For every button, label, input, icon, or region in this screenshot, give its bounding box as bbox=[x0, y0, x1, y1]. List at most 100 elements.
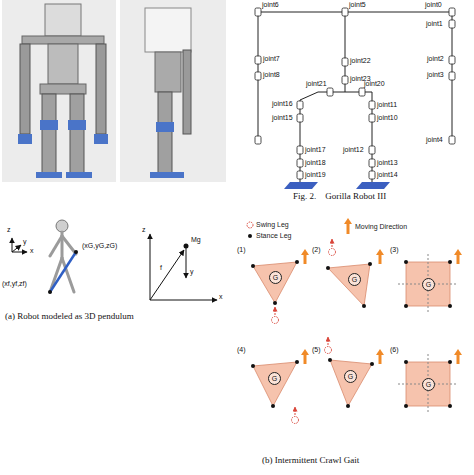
drawing-part bbox=[40, 120, 58, 130]
joint-label: joint13 bbox=[377, 159, 398, 167]
stance-foot bbox=[251, 364, 255, 368]
drawing-part bbox=[251, 239, 462, 424]
joint-symbol bbox=[369, 171, 375, 179]
stance-foot bbox=[448, 260, 452, 264]
drawing-part bbox=[48, 290, 52, 294]
direction-arrow bbox=[379, 354, 382, 364]
drawing-part bbox=[156, 122, 174, 132]
stance-foot bbox=[295, 260, 299, 264]
stance-foot bbox=[273, 301, 277, 305]
joint-symbol bbox=[369, 159, 375, 167]
sub-caption: (2) bbox=[312, 246, 321, 254]
joint-symbol bbox=[449, 20, 455, 28]
joint-symbol bbox=[449, 8, 455, 16]
joint-symbol bbox=[297, 146, 303, 154]
swing-arrow bbox=[328, 337, 329, 345]
legend-text: Moving Direction bbox=[355, 223, 407, 230]
drawing-part bbox=[20, 44, 30, 134]
drawing-part bbox=[258, 12, 452, 182]
stance-foot bbox=[404, 260, 408, 264]
drawing-part bbox=[158, 92, 172, 174]
drawing-part bbox=[150, 250, 184, 300]
stance-foot bbox=[362, 304, 366, 308]
legend-text: Stance Leg bbox=[256, 232, 291, 239]
direction-arrow bbox=[304, 254, 307, 264]
joint-symbol bbox=[255, 136, 261, 144]
joint-label: joint19 bbox=[305, 171, 326, 179]
joint-label: joint1 bbox=[426, 20, 443, 28]
joint-symbol bbox=[449, 56, 455, 64]
joint-symbol bbox=[369, 101, 375, 109]
axis-label: f bbox=[160, 264, 162, 272]
cog-label: G bbox=[352, 276, 357, 283]
drawing-part bbox=[96, 44, 106, 134]
direction-arrow-head bbox=[454, 249, 462, 255]
drawing-part bbox=[18, 134, 32, 144]
joint-label: joint14 bbox=[377, 171, 398, 179]
drawing-part bbox=[66, 172, 92, 178]
joint-label: joint4 bbox=[426, 136, 443, 144]
swing-foot bbox=[325, 347, 332, 354]
drawing-part bbox=[120, 0, 226, 182]
sub-caption: (3) bbox=[390, 246, 399, 254]
cog-circle: G bbox=[268, 372, 281, 385]
drawing-part bbox=[155, 52, 181, 92]
cog-circle: G bbox=[344, 370, 357, 383]
drawing-part bbox=[50, 252, 76, 292]
drawing-part bbox=[2, 0, 116, 182]
stance-foot bbox=[326, 266, 330, 270]
drawing-part bbox=[247, 222, 253, 228]
drawing-part bbox=[150, 172, 184, 178]
cog-label: G bbox=[272, 375, 277, 382]
joint-symbol bbox=[342, 58, 348, 66]
drawing-part bbox=[150, 234, 151, 300]
drawing-part bbox=[186, 246, 187, 278]
stance-foot bbox=[251, 264, 255, 268]
sub-caption: (4) bbox=[237, 346, 246, 354]
swing-arrow bbox=[332, 239, 333, 247]
axis-label: x bbox=[30, 247, 34, 255]
drawing-part bbox=[12, 238, 13, 252]
joint-label: joint17 bbox=[305, 146, 326, 154]
stance-foot bbox=[368, 262, 372, 266]
axis-label: Mg bbox=[191, 236, 201, 244]
joint-symbol bbox=[297, 171, 303, 179]
drawing-part bbox=[150, 300, 217, 301]
drawing-part bbox=[12, 245, 21, 252]
joint-label: joint20 bbox=[364, 80, 385, 88]
cog-label: G bbox=[426, 281, 431, 288]
stance-foot bbox=[346, 404, 350, 408]
joint-symbol bbox=[449, 136, 455, 144]
support-polygon bbox=[253, 362, 297, 406]
drawing-part bbox=[344, 218, 352, 224]
joint-label: joint15 bbox=[272, 114, 293, 122]
joint-symbol bbox=[359, 88, 365, 96]
swing-foot bbox=[292, 417, 299, 424]
direction-arrow-head bbox=[301, 249, 309, 255]
direction-arrow bbox=[379, 254, 382, 264]
stance-foot bbox=[404, 360, 408, 364]
support-polygon bbox=[330, 360, 372, 406]
joint-label: joint16 bbox=[272, 100, 293, 108]
legend-text: Swing Leg bbox=[256, 221, 289, 228]
cog-label: G bbox=[426, 381, 431, 388]
drawing-part bbox=[284, 182, 318, 189]
drawing-part bbox=[74, 250, 78, 254]
support-polygon bbox=[328, 264, 370, 306]
drawing-part bbox=[22, 36, 104, 44]
drawing-part bbox=[255, 8, 455, 179]
joint-symbol bbox=[255, 72, 261, 80]
drawing-part bbox=[145, 8, 191, 52]
cog-circle: G bbox=[422, 278, 435, 291]
axis-label: (xG,yG,zG) bbox=[82, 242, 117, 250]
joint-symbol bbox=[369, 114, 375, 122]
axis-label: y bbox=[190, 268, 194, 276]
joint-label: joint12 bbox=[343, 146, 364, 154]
joint-symbol bbox=[369, 146, 375, 154]
support-polygon bbox=[253, 262, 297, 303]
joint-symbol bbox=[297, 159, 303, 167]
sub-caption: (6) bbox=[390, 346, 399, 354]
sub-caption: (5) bbox=[312, 346, 321, 354]
drawing-part bbox=[42, 94, 56, 174]
